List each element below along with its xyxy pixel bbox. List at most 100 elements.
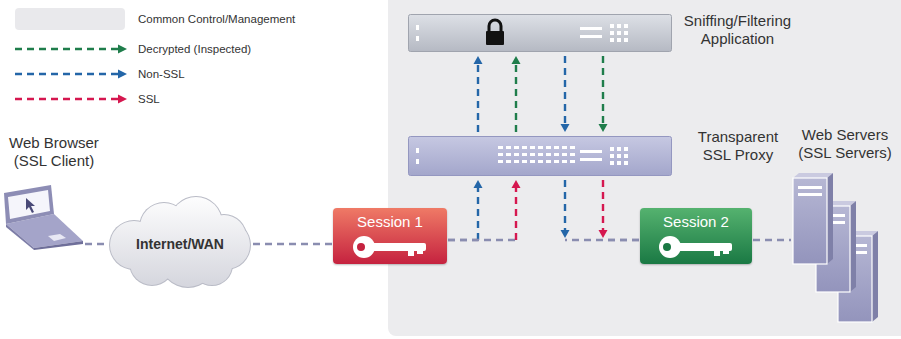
- dashed-line: [565, 239, 639, 241]
- port-light: [624, 161, 628, 165]
- server-side: [872, 231, 878, 322]
- network-cloud: Internet/WAN: [108, 193, 252, 291]
- arrowhead: [118, 95, 127, 104]
- server-front: [793, 178, 827, 264]
- appliance-node: Sniffing/Filtering Application: [408, 8, 800, 58]
- port-light: [546, 146, 551, 149]
- server-side: [827, 173, 833, 264]
- drive-slot: [798, 186, 822, 189]
- port-light: [546, 160, 551, 163]
- port-light: [562, 160, 567, 163]
- node-label: Web Servers (SSL Servers): [792, 126, 898, 162]
- arrowhead: [599, 230, 608, 238]
- data-flow-arrow: [599, 180, 640, 240]
- lock-shackle: [489, 20, 501, 32]
- laptop-screen: [4, 185, 54, 224]
- dashed-line: [15, 48, 119, 50]
- dashed-line: [564, 180, 566, 232]
- port-light: [562, 153, 567, 156]
- key-icon: [656, 234, 736, 260]
- arrowhead: [118, 70, 127, 79]
- legend-row: Non-SSL: [15, 63, 345, 85]
- panel-bar: [580, 27, 602, 30]
- data-flow-arrow: [512, 56, 521, 132]
- data-flow-arrow: [599, 56, 608, 132]
- port-light: [610, 154, 614, 158]
- server-node: Web Servers (SSL Servers): [792, 126, 898, 324]
- data-flow-arrow: [561, 180, 640, 240]
- connection-line: [85, 244, 107, 245]
- appliance-body: [409, 137, 672, 176]
- connection-line: [753, 240, 791, 241]
- arrowhead: [512, 180, 521, 188]
- port-light: [624, 154, 628, 158]
- legend-label: Decrypted (Inspected): [138, 38, 251, 60]
- port-light: [506, 146, 511, 149]
- data-flow-arrow: [448, 180, 483, 240]
- key-tooth: [408, 249, 414, 256]
- port-light: [530, 160, 535, 163]
- client-node: Web Browser (SSL Client): [4, 134, 104, 250]
- port-light: [617, 161, 621, 165]
- legend-row: Common Control/Management: [15, 8, 345, 30]
- server-top: [793, 173, 833, 178]
- port-light: [624, 24, 628, 28]
- session-label: Session 2: [663, 213, 729, 231]
- status-light: [416, 25, 419, 30]
- label-group: Web Browser (SSL Client): [4, 134, 104, 170]
- arrowhead: [474, 56, 483, 64]
- dashed-line: [477, 186, 479, 240]
- dashed-line: [448, 239, 516, 241]
- appliance-body: [409, 15, 672, 52]
- dashed-line: [753, 239, 791, 241]
- arrowhead: [474, 180, 483, 188]
- key-head: [353, 236, 375, 258]
- label-group: Transparent SSL Proxy: [688, 128, 788, 164]
- port-light: [530, 146, 535, 149]
- port-light: [617, 147, 621, 151]
- port-light: [538, 146, 543, 149]
- data-flow-arrow: [474, 56, 483, 132]
- legend-label: Common Control/Management: [138, 8, 295, 30]
- lock-body: [486, 31, 504, 45]
- label-group: Web Servers (SSL Servers): [792, 126, 898, 162]
- session-label: Session 1: [357, 213, 423, 231]
- data-flow-arrow: [561, 56, 570, 132]
- port-light: [522, 146, 527, 149]
- port-light: [617, 38, 621, 42]
- server-side: [850, 201, 856, 292]
- legend-line-sample: [15, 68, 127, 80]
- port-light: [554, 160, 559, 163]
- data-flow-arrow: [448, 180, 521, 240]
- key-tooth: [417, 249, 423, 254]
- cursor-icon: [26, 198, 35, 213]
- status-light: [416, 159, 419, 164]
- dashed-line: [477, 62, 479, 132]
- panel-bar: [580, 35, 602, 38]
- label-group: Session 2: [640, 208, 752, 231]
- drive-slot: [798, 193, 822, 196]
- port-light: [570, 153, 575, 156]
- port-light: [562, 146, 567, 149]
- arrowhead: [118, 45, 127, 54]
- appliance-node: Transparent SSL Proxy: [408, 126, 788, 178]
- management-panel: [388, 0, 901, 336]
- panel-bar: [580, 150, 602, 153]
- port-light: [538, 153, 543, 156]
- session-box: Session 1: [333, 208, 447, 264]
- legend-label: Non-SSL: [138, 63, 185, 85]
- dashed-line: [603, 239, 639, 241]
- port-light: [498, 160, 503, 163]
- status-light: [416, 148, 419, 153]
- node-label: Web Browser (SSL Client): [4, 134, 104, 170]
- arrowhead: [561, 230, 570, 238]
- port-light: [617, 24, 621, 28]
- port-light: [610, 38, 614, 42]
- port-light: [624, 31, 628, 35]
- port-light: [570, 160, 575, 163]
- port-light: [617, 154, 621, 158]
- server-icon: [793, 173, 833, 264]
- key-tooth: [723, 249, 729, 254]
